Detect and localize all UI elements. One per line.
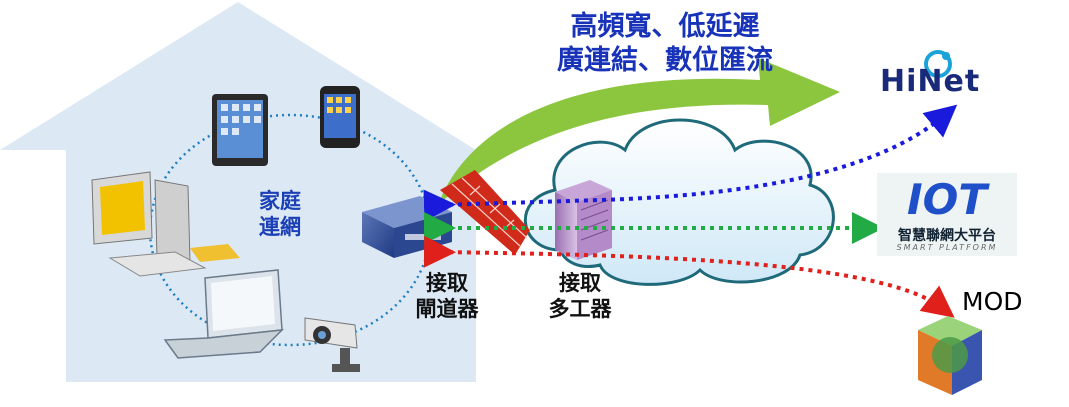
laptop-icon — [163, 269, 285, 359]
broadband-arrow — [438, 58, 840, 205]
headline-line2: 廣連結、數位匯流 — [557, 44, 773, 76]
iot-logo-text: IOT — [907, 175, 987, 224]
iot-platform-title: 智慧聯網大平台 — [898, 228, 996, 244]
security-camera-icon — [304, 317, 360, 372]
headline: 高頻寬、低延遲 廣連結、數位匯流 — [515, 10, 815, 78]
hinet-link-line — [423, 104, 958, 222]
mod-cube-icon — [918, 316, 982, 395]
multiplexer-label: 接取 多工器 — [548, 271, 612, 322]
iot-platform-subtitle: SMART PLATFORM — [896, 243, 998, 252]
mod-label: MOD — [962, 287, 1023, 316]
gateway-label: 接取 閘道器 — [415, 271, 479, 322]
access-multiplexer-icon — [555, 180, 612, 260]
mod-link-line — [423, 235, 955, 318]
home-network-label: 家庭 連網 — [259, 189, 301, 240]
iot-platform-logo: IOT 智慧聯網大平台 SMART PLATFORM — [877, 173, 1017, 256]
hinet-logo-mark — [924, 50, 952, 78]
smartphone-icon — [320, 86, 360, 148]
hinet-logo: HiNet — [880, 64, 981, 99]
desktop-computer-icon — [91, 171, 240, 277]
headline-line1: 高頻寬、低延遲 — [570, 11, 760, 42]
tablet-icon — [212, 94, 268, 166]
